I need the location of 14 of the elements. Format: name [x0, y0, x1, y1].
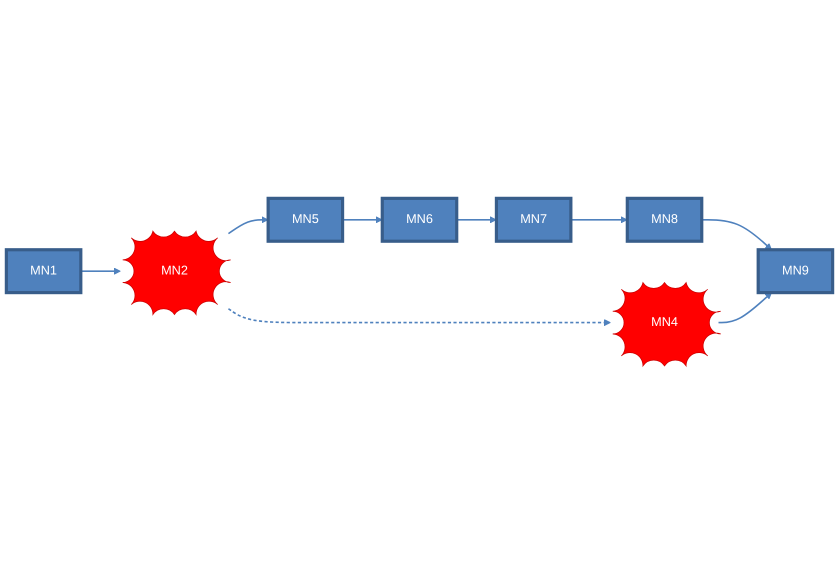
node-box: MN5 — [266, 197, 344, 244]
arrow — [702, 219, 772, 250]
node-box: MN1 — [4, 248, 82, 295]
arrow — [228, 216, 268, 235]
arrow — [718, 292, 772, 324]
arrow — [228, 308, 611, 326]
node-box: MN6 — [380, 197, 458, 244]
arrow — [570, 216, 628, 224]
node-box: MN9 — [756, 248, 834, 295]
arrow — [80, 268, 121, 276]
node-box: MN7 — [494, 197, 572, 244]
node-box: MN8 — [626, 197, 704, 244]
arrow — [456, 216, 497, 224]
arrow — [342, 216, 383, 224]
